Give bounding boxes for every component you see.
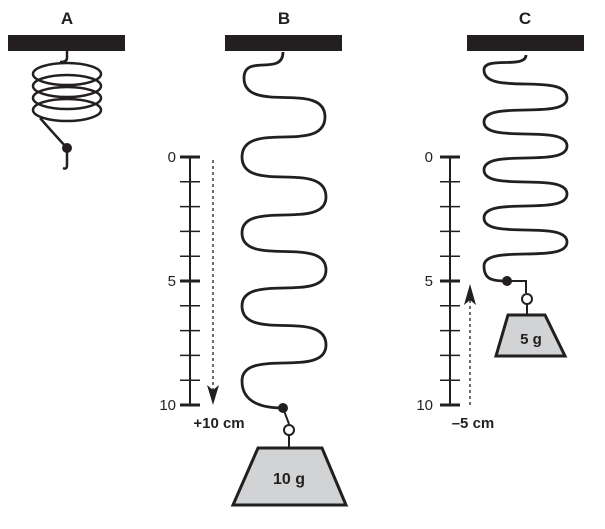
ruler-b (180, 155, 200, 407)
ruler-b-tick-0: 0 (168, 149, 176, 166)
weight-label-c: 5 g (520, 331, 542, 348)
coiled-spring-a (31, 51, 103, 170)
spring-end-dot-a (62, 143, 72, 153)
ruler-c-tick-5: 5 (425, 273, 433, 290)
panel-b-label: B (278, 9, 290, 28)
compressed-spring-c (482, 54, 569, 283)
hook-ring-c (521, 293, 533, 305)
ruler-c-tick-10: 10 (416, 397, 433, 414)
stretched-spring-b (240, 51, 328, 410)
ceiling-a (8, 35, 125, 51)
hook-wire-b (282, 407, 290, 425)
ruler-b-tick-5: 5 (168, 273, 176, 290)
hook-wire-c (507, 280, 527, 293)
ceiling-c (467, 35, 584, 51)
displacement-label-c: –5 cm (452, 415, 495, 432)
ruler-c-tick-0: 0 (425, 149, 433, 166)
ruler-b-tick-10: 10 (159, 397, 176, 414)
arrowhead-up-icon (464, 284, 476, 305)
weight-label-b: 10 g (273, 471, 305, 488)
panel-c: C 5 g 0 5 10 –5 cm (416, 9, 584, 432)
hook-ring-b (283, 424, 295, 436)
weight-10g (230, 446, 349, 507)
ceiling-b (225, 35, 342, 51)
panel-a-label: A (61, 9, 73, 28)
ruler-c (440, 155, 460, 407)
panel-a: A (8, 9, 125, 170)
panel-b: B 10 g 0 5 10 +10 cm (159, 9, 349, 507)
displacement-label-b: +10 cm (193, 415, 244, 432)
weight-5g (493, 313, 568, 358)
arrowhead-down-icon (207, 385, 219, 405)
panel-c-label: C (519, 9, 531, 28)
